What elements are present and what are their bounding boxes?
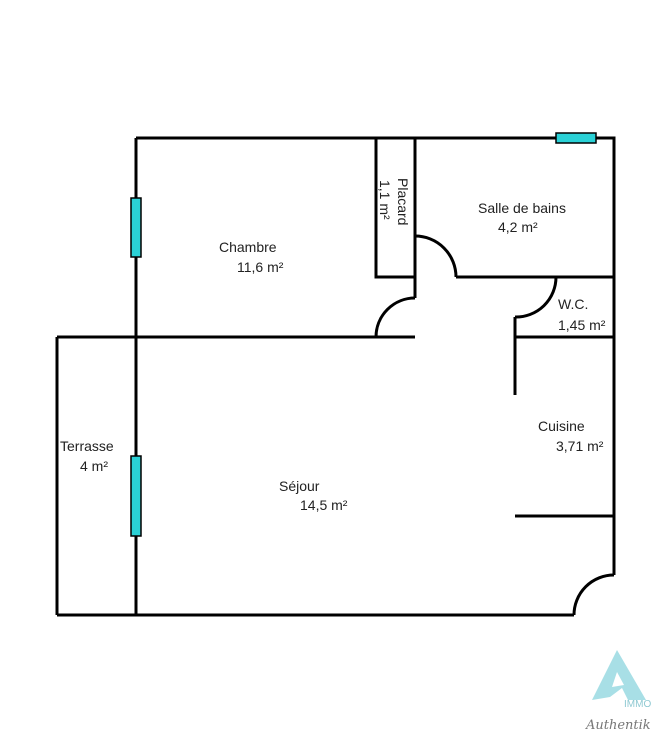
doors (374, 234, 615, 616)
room-name-cuisine: Cuisine (538, 418, 585, 434)
room-area-wc: 1,45 m² (558, 317, 606, 333)
windows (130, 132, 597, 537)
logo-line2: Authentik (585, 718, 651, 733)
door-chambre (374, 296, 416, 338)
room-area-terrasse: 4 m² (80, 458, 108, 474)
room-name-sejour: Séjour (279, 478, 320, 494)
room-name-wc: W.C. (558, 296, 588, 312)
room-name-terrasse: Terrasse (60, 438, 114, 454)
door-salle-de-bains (414, 234, 458, 278)
room-area-placard: 1,1 m² (377, 180, 393, 220)
room-name-chambre: Chambre (219, 239, 277, 255)
logo-line1: IMMO (624, 699, 651, 710)
room-area-sejour: 14,5 m² (300, 497, 348, 513)
logo: IMMO Authentik (585, 650, 651, 733)
room-area-chambre: 11,6 m² (237, 259, 284, 275)
room-area-cuisine: 3,71 m² (556, 438, 604, 454)
room-area-salle-de-bains: 4,2 m² (498, 219, 538, 235)
room-name-salle-de-bains: Salle de bains (478, 200, 566, 216)
window-salle-de-bains (555, 132, 597, 144)
room-name-placard: Placard (395, 178, 411, 225)
window-sejour (130, 455, 142, 537)
window-chambre (130, 197, 142, 258)
door-wc (514, 276, 558, 319)
door-entrance (572, 573, 615, 616)
